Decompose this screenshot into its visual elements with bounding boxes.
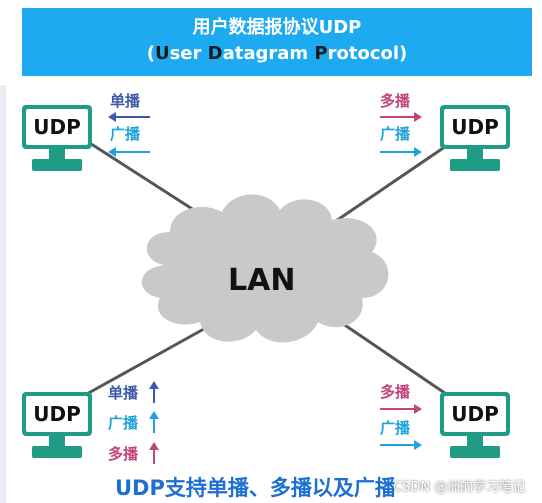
footer-title: UDP支持单播、多播以及广播	[115, 476, 396, 500]
monitor-icon: UDP	[440, 392, 510, 436]
host-label: UDP	[444, 109, 506, 145]
arrow-up-icon	[149, 411, 159, 433]
top-left-broadcast-label: 广播	[110, 125, 141, 143]
host-top-left: UDP	[22, 105, 98, 183]
left-edge-bar	[0, 85, 6, 503]
bottom-left-unicast-label: 单播	[108, 384, 139, 402]
banner-title-cn: 用户数据报协议UDP	[192, 17, 362, 38]
monitor-icon: UDP	[22, 392, 92, 436]
host-label: UDP	[26, 396, 88, 432]
arrow-right-icon	[380, 112, 422, 122]
monitor-icon: UDP	[440, 105, 510, 149]
top-left-unicast-label: 单播	[110, 92, 141, 110]
arrow-left-icon	[108, 147, 150, 157]
watermark: CSDN @洲的学习笔记	[393, 480, 526, 495]
host-label: UDP	[26, 109, 88, 145]
arrow-right-icon	[380, 147, 422, 157]
host-label: UDP	[444, 396, 506, 432]
arrow-right-icon	[380, 440, 422, 450]
monitor-icon: UDP	[22, 105, 92, 149]
top-right-multicast-label: 多播	[380, 92, 411, 110]
link-top-right	[329, 138, 456, 227]
banner-title-en: (User Datagram Protocol)	[146, 43, 408, 64]
arrow-left-icon	[108, 112, 150, 122]
title-banner: 用户数据报协议UDP (User Datagram Protocol)	[22, 8, 532, 76]
host-top-right: UDP	[440, 105, 516, 183]
bottom-right-multicast-label: 多播	[380, 383, 411, 401]
link-bottom-right	[329, 313, 456, 402]
link-bottom-left	[84, 318, 221, 397]
top-right-broadcast-label: 广播	[380, 125, 411, 143]
bottom-left-multicast-label: 多播	[108, 445, 139, 463]
host-bottom-right: UDP	[440, 392, 516, 470]
arrow-right-icon	[380, 404, 422, 414]
lan-cloud-shape	[141, 194, 389, 343]
arrow-up-icon	[149, 381, 159, 403]
arrow-up-icon	[149, 442, 159, 464]
host-bottom-left: UDP	[22, 392, 98, 470]
lan-label: LAN	[228, 263, 296, 298]
bottom-right-broadcast-label: 广播	[380, 419, 411, 437]
bottom-left-broadcast-label: 广播	[108, 414, 139, 432]
